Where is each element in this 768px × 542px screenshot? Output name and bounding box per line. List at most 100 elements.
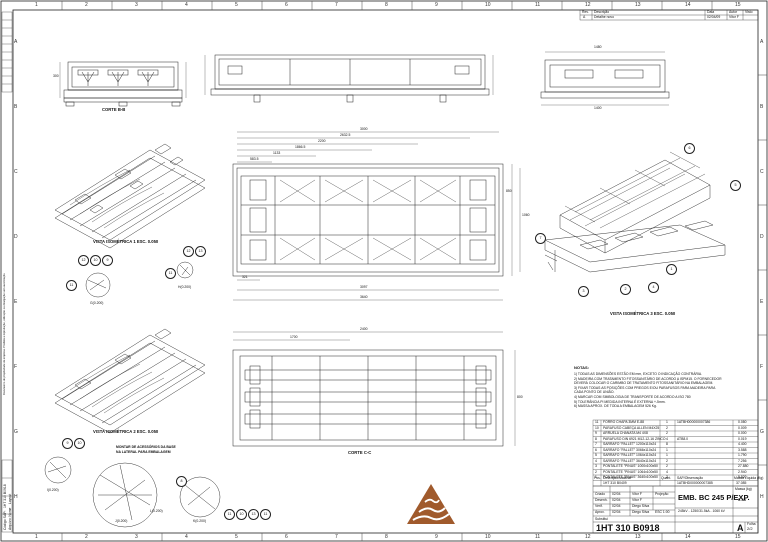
bom-qty-7: 8 [666, 442, 668, 446]
zone-number-bottom-7: 7 [335, 534, 338, 540]
balloon-1: 1 [666, 264, 677, 275]
notes-line-6: 4) MARCAR COM SIMBOLOGIA DE TRANSPORTE D… [574, 395, 691, 399]
side-legal-text: Documento de propriedade da empresa. Pro… [3, 272, 6, 395]
view-label-iso1: VISTA ISOMÉTRICA 1 ESC. 0.050 [93, 239, 159, 244]
balloon-3: 3 [578, 286, 589, 297]
tb-projection: Projeção [655, 492, 669, 496]
balloon-13c: 13 [248, 509, 259, 520]
detail-label-l: L(0.200) [150, 509, 163, 513]
view-label-corte-bb: CORTE B-B [102, 107, 126, 112]
bom-mass-10: 0.009 [738, 425, 747, 430]
balloon-10c: 10 [236, 509, 247, 520]
balloon-10b: 10 [74, 438, 85, 449]
dim-1480: 1480 [594, 45, 602, 49]
detail-label-j: J(0.200) [115, 519, 128, 523]
dim-2200: 2200 [318, 139, 326, 143]
tb-row-label-4: Aprov. [595, 510, 605, 514]
bom-pos-6: 6 [595, 447, 597, 452]
bom-desc-10: PARAFUSO CABEÇA ALLEN M4X25 [603, 425, 660, 430]
zone-number-7: 7 [335, 2, 338, 8]
side-stamp-line-3: Arquivo: Nome [8, 507, 12, 530]
bom-mass-7: 4.400 [738, 442, 747, 446]
zone-number-12: 12 [585, 2, 591, 8]
bom-extra-mass: 37.085 [736, 481, 747, 485]
balloon-10a: 10 [90, 255, 101, 266]
bom-qty-9: 2 [666, 431, 668, 435]
zone-letter-left-G: G [14, 429, 18, 435]
bom-qty-2: 4 [666, 469, 668, 474]
bom-header-code: SAP/Observação [677, 476, 704, 480]
dim-1866: 1866.5 [295, 145, 306, 149]
balloon-9a: 9 [102, 255, 113, 266]
bom-desc-4: SARRAFO "PALLET" 3640x110x24 [603, 458, 657, 463]
detail-label-h: H(0.200) [178, 285, 192, 289]
zone-number-15: 15 [735, 2, 741, 8]
balloon-11c: 11 [224, 509, 235, 520]
notes-line-2: 2) MADEIRA COM TRATAMENTO FITOSSANITÁRIO… [574, 376, 722, 381]
side-stamp-2: Arquivo: Nome Layout [8, 460, 17, 530]
rev-header-author: Autor [729, 10, 738, 14]
zone-number-bottom-8: 8 [385, 534, 388, 540]
bom-pos-1: 1 [595, 475, 597, 479]
tb-sheet: 2/2 [747, 526, 753, 531]
tb-drawing-no: 1HT 310 B0918 [596, 523, 660, 533]
balloon-11a: 11 [66, 280, 77, 291]
bom-header-qty: Quant. [661, 476, 672, 480]
dim-850: 850 [506, 189, 512, 193]
tb-replaces: Substitui [595, 517, 609, 521]
notes-line-8: 6) MASSA APROX. DE TODA A EMBALAGEM 526 … [574, 404, 657, 409]
bom-extra-code: 1HT 310 B0409 [603, 481, 627, 485]
bom-code-8: ATB8.0 [677, 436, 689, 441]
balloon-8: 8 [176, 476, 187, 487]
balloon-9b: 9 [62, 438, 73, 449]
rev-header-description: Descrição [594, 10, 610, 14]
bom-qty-3: 2 [666, 464, 668, 468]
bom-header-mass: Massa Líquida (Kg) [734, 476, 764, 480]
bom-desc-7: SARRAFO "PALLET" 1200x110x24 [603, 442, 657, 446]
tb-row-date-3: 02/04 [612, 504, 621, 508]
side-legal: Documento de propriedade da empresa. Pro… [3, 235, 9, 395]
mount-note-line-2: NA LATERAL PARA EMBALAGEM [116, 450, 171, 454]
side-stamp-line-1: Código SAP: [3, 510, 7, 530]
tb-sheet-label: Folha [747, 522, 756, 526]
bom-desc-6: SARRAFO "PALLET" 3066x110x24 [603, 447, 657, 452]
side-stamp-line-4: Layout [8, 493, 12, 504]
tb-row-name-1: Vitor F [632, 492, 642, 496]
rev-row-rev: A [583, 15, 586, 19]
dim-2632: 2632.5 [340, 133, 351, 137]
bom-mass-2: 2.940 [738, 469, 747, 474]
zone-number-bottom-13: 13 [635, 534, 641, 540]
zone-letter-left-C: C [14, 169, 18, 175]
notes-title: NOTAS: [574, 365, 590, 370]
zone-letter-left-H: H [14, 494, 18, 500]
bom-qty-8: 4 [666, 436, 668, 441]
zone-letter-left-F: F [14, 364, 18, 370]
dim-321: 321 [242, 275, 248, 279]
bom-qty-10: 2 [666, 425, 668, 430]
view-label-iso2: VISTA ISOMÉTRICA 2 ESC. 0.050 [93, 429, 159, 434]
zone-number-10: 10 [485, 2, 491, 8]
zone-number-bottom-14: 14 [685, 534, 691, 540]
rev-header-rev: Rev. [582, 10, 589, 14]
zone-letter-F: F [760, 364, 764, 370]
tb-row-name-3: Diego Silva [632, 504, 650, 508]
bom-qty-1: 3 [666, 475, 668, 479]
rev-header-approval: Visto [745, 10, 753, 14]
balloon-4: 4 [648, 282, 659, 293]
dim-1133: 1133 [273, 151, 281, 155]
notes-line-1: 1) TODAS AS DIMENSÕES ESTÃO EM mm, EXCET… [574, 372, 703, 376]
dim-3640: 3640 [360, 295, 368, 299]
zone-number-9: 9 [435, 2, 438, 8]
zone-number-bottom-6: 6 [285, 534, 288, 540]
bom-header-pos: Pos. [594, 476, 601, 480]
view-label-corte-cc: CORTE C-C [348, 450, 372, 455]
bom-extra-code-full: 1ATBHD000000007385 [677, 481, 713, 485]
bom-qty-5: 1 [666, 453, 668, 457]
tb-row-name-4: Diego Silva [632, 510, 650, 514]
bom-desc-1: PONTALETE "PINUS" 3640x100x50 [603, 475, 658, 479]
tb-row-label-1: Criado [595, 492, 605, 496]
zone-number-3: 3 [135, 2, 138, 8]
tb-row-date-4: 02/04 [612, 510, 621, 514]
bom-desc-2: PONTALETE "PINUS" 1064x100x50 [603, 469, 658, 474]
balloon-11b: 11 [165, 268, 176, 279]
